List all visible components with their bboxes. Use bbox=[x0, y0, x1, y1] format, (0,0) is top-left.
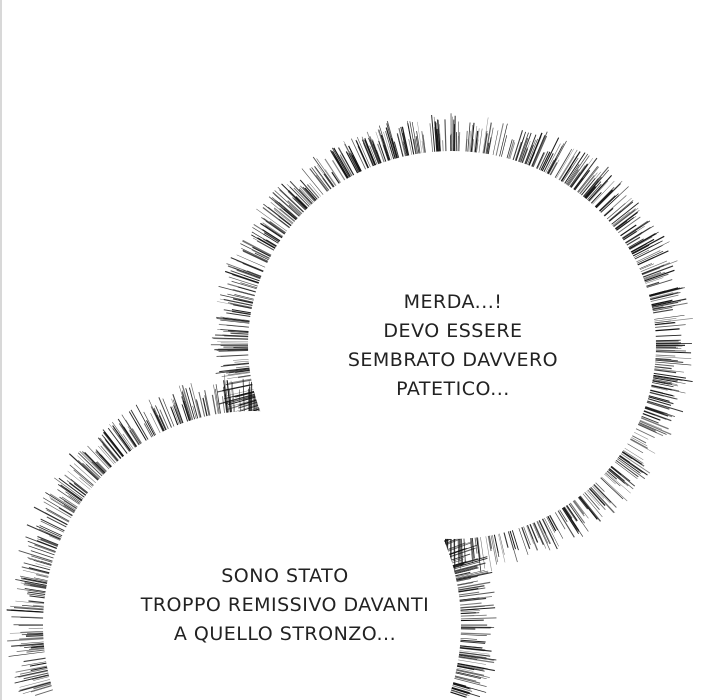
bubble-2-line: SONO STATO bbox=[221, 565, 349, 587]
bubble-1-line: SEMBRATO DAVVERO bbox=[347, 349, 559, 371]
bubble-1-line: DEVO ESSERE bbox=[383, 320, 523, 342]
thought-bubble-1-text: MERDA...! DEVO ESSERE SEMBRATO DAVVERO P… bbox=[348, 288, 558, 404]
bubble-1-line: PATETICO... bbox=[396, 378, 510, 400]
thought-bubble-2-text: SONO STATO TROPPO REMISSIVO DAVANTI A QU… bbox=[141, 562, 430, 649]
thought-bubble-2 bbox=[43, 411, 461, 700]
bubble-2-line: TROPPO REMISSIVO DAVANTI bbox=[140, 594, 430, 616]
bubble-1-line: MERDA...! bbox=[403, 291, 503, 313]
bubble-2-line: A QUELLO STRONZO... bbox=[173, 623, 397, 645]
